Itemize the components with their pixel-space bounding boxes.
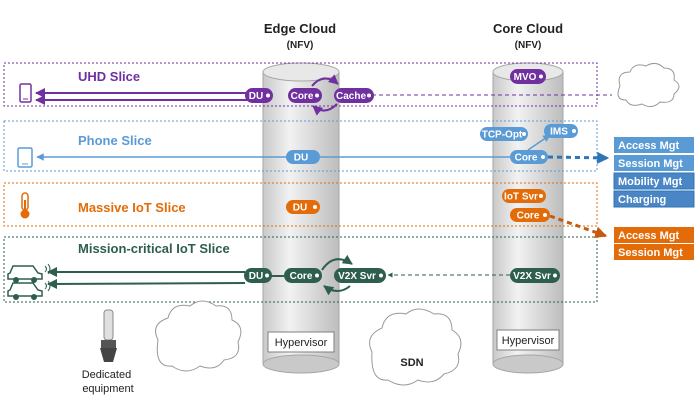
phone-du-node: DU [286, 150, 320, 164]
iot-access-mgt-box: Access Mgt [614, 227, 694, 243]
phone-slice-label: Phone Slice [78, 133, 152, 148]
charging-box: Charging [613, 190, 695, 208]
session-mgt-box: Session Mgt [614, 155, 694, 171]
svg-text:Access Mgt: Access Mgt [618, 140, 679, 152]
svg-text:Charging: Charging [618, 194, 666, 206]
phone-slice-box [3, 120, 598, 172]
iot-slice-label: Massive IoT Slice [78, 200, 186, 215]
edge-cloud-subtitle: (NFV) [287, 40, 314, 51]
mission-slice-label: Mission-critical IoT Slice [78, 241, 230, 256]
dedicated-equipment-label: Dedicated equipment [82, 369, 135, 395]
mission-slice-box [3, 236, 598, 303]
core-hypervisor-label: Hypervisor [502, 335, 555, 347]
cloud-icon [617, 62, 680, 108]
core-cloud-subtitle: (NFV) [515, 40, 542, 51]
svg-text:Core: Core [290, 271, 313, 282]
phone-tcp-opt-node: TCP-Opt [480, 127, 528, 141]
svg-text:MVO: MVO [514, 72, 537, 83]
iot-flow [549, 214, 608, 239]
phone-icon [17, 147, 33, 168]
iot-du-node: DU [286, 200, 320, 214]
svg-text:IoT Svr: IoT Svr [504, 192, 538, 203]
uhd-slice-box [3, 62, 598, 107]
phone-core-node: Core [510, 150, 548, 164]
mission-v2x-core-node: V2X Svr [510, 268, 560, 283]
iot-core-node: Core [510, 208, 550, 222]
uhd-flow [35, 74, 612, 116]
car-icon [7, 280, 51, 300]
orange-function-boxes: Access Mgt Session Mgt [614, 227, 694, 260]
svg-text:DU: DU [249, 271, 263, 282]
svg-text:Mobility Mgt: Mobility Mgt [618, 176, 682, 188]
svg-text:IMS: IMS [550, 127, 568, 138]
svg-text:Session Mgt: Session Mgt [618, 158, 683, 170]
svg-text:Access Mgt: Access Mgt [618, 230, 679, 242]
svg-text:V2X Svr: V2X Svr [338, 271, 376, 282]
antenna-equipment-icon [100, 309, 117, 362]
access-mgt-box: Access Mgt [614, 137, 694, 153]
uhd-cache-node: Cache [334, 88, 374, 103]
mobility-mgt-box: Mobility Mgt [613, 172, 695, 190]
mission-core-node: Core [284, 268, 322, 283]
thermometer-icon [20, 192, 30, 219]
svg-text:Cache: Cache [336, 91, 366, 102]
svg-text:Core: Core [291, 91, 314, 102]
svg-text:Core: Core [517, 211, 540, 222]
svg-text:Session Mgt: Session Mgt [618, 247, 683, 259]
blue-function-boxes: Access Mgt Session Mgt Mobility Mgt Char… [613, 137, 695, 208]
uhd-core-node: Core [288, 88, 322, 103]
cloud-icon [369, 308, 462, 386]
mission-flow [47, 254, 510, 296]
iot-slice-box [3, 182, 598, 227]
svg-text:Core: Core [515, 153, 538, 164]
cloud-icon [155, 300, 242, 372]
core-cloud-title: Core Cloud [493, 21, 563, 36]
uhd-du-node: DU [245, 88, 273, 103]
uhd-slice-label: UHD Slice [78, 69, 140, 84]
edge-cloud-title: Edge Cloud [264, 21, 336, 36]
uhd-mvo-node: MVO [510, 69, 546, 84]
svg-text:TCP-Opt: TCP-Opt [482, 130, 523, 141]
svg-text:V2X Svr: V2X Svr [513, 271, 551, 282]
car-icon [7, 263, 51, 283]
iot-svr-node: IoT Svr [502, 189, 546, 203]
svg-text:DU: DU [249, 91, 263, 102]
phone-flow [36, 134, 610, 164]
iot-session-mgt-box: Session Mgt [614, 244, 694, 260]
mission-du-node: DU [244, 268, 272, 283]
edge-hypervisor-label: Hypervisor [275, 337, 328, 349]
svg-text:DU: DU [294, 153, 308, 164]
sdn-label: SDN [400, 357, 423, 369]
mission-v2x-edge-node: V2X Svr [334, 268, 386, 283]
phone-ims-node: IMS [544, 124, 578, 138]
svg-text:DU: DU [293, 203, 307, 214]
smartphone-icon [19, 83, 32, 103]
